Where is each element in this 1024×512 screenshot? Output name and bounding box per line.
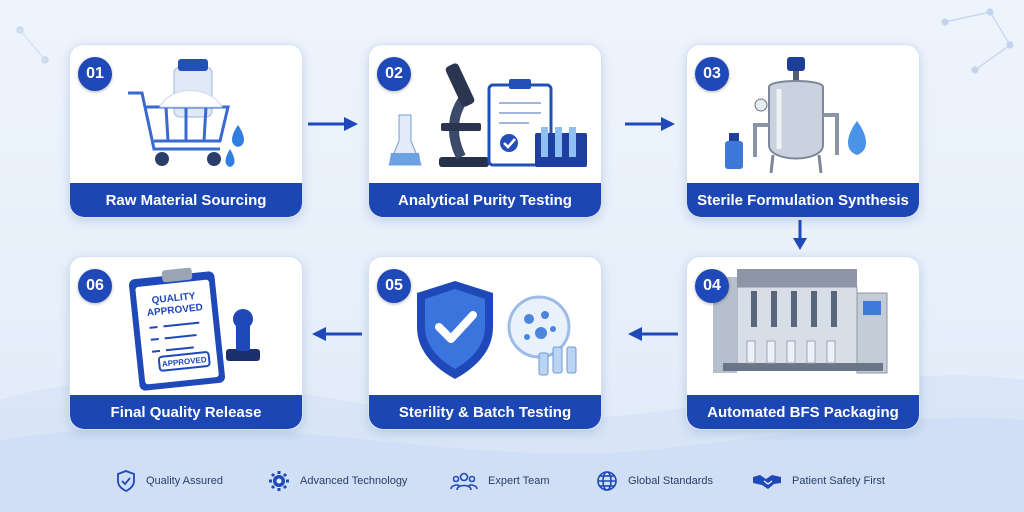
footer-label: Quality Assured — [146, 475, 224, 487]
footer-item-quality-assured: Quality Assured — [116, 462, 223, 500]
shield-check-icon — [117, 470, 135, 492]
step-number: 03 — [695, 57, 729, 91]
step-number: 05 — [377, 269, 411, 303]
clipboard-stamp-icon: QUALITY APPROVED APPROVED — [128, 267, 260, 391]
footer-label: Patient Safety First — [792, 475, 885, 487]
footer-bar: Quality Assured Advanced Technology Expe… — [0, 462, 1024, 500]
packaging-machine-icon — [713, 269, 888, 374]
step-card-01: 01 Raw Material Sourcing — [69, 44, 303, 218]
step-number: 02 — [377, 57, 411, 91]
footer-item-expert-team: Expert Team — [450, 462, 550, 500]
arrow-right-icon — [308, 117, 358, 131]
footer-item-global-standards: Global Standards — [596, 462, 713, 500]
clipboard-title: QUALITY — [151, 291, 196, 307]
step-label: Automated BFS Packaging — [687, 395, 919, 429]
footer-item-advanced-technology: Advanced Technology — [268, 462, 407, 500]
microscope-icon — [388, 63, 587, 167]
step-card-04: 04 Automated BFS Packaging — [686, 256, 920, 430]
step-card-05: 05 Sterility & Batch Testing — [368, 256, 602, 430]
globe-icon — [597, 471, 617, 491]
arrow-down-icon — [793, 220, 807, 250]
step-label: Final Quality Release — [70, 395, 302, 429]
handshake-icon — [753, 475, 781, 489]
footer-label: Global Standards — [628, 475, 713, 487]
step-number: 01 — [78, 57, 112, 91]
reactor-tank-icon — [725, 57, 866, 174]
step-card-02: 02 Analytical Purity Testing — [368, 44, 602, 218]
footer-label: Expert Team — [488, 475, 550, 487]
molecule-decoration — [16, 8, 1014, 74]
step-label: Sterile Formulation Synthesis — [687, 183, 919, 217]
step-number: 04 — [695, 269, 729, 303]
shield-check-icon — [417, 281, 577, 379]
arrow-left-icon — [628, 327, 678, 341]
step-card-03: 03 Sterile Formulation Synthesis — [686, 44, 920, 218]
footer-item-patient-safety-first: Patient Safety First — [752, 462, 885, 500]
step-label: Raw Material Sourcing — [70, 183, 302, 217]
footer-label: Advanced Technology — [300, 475, 408, 487]
arrow-left-icon — [312, 327, 362, 341]
team-icon — [450, 472, 478, 491]
arrow-right-icon — [625, 117, 675, 131]
shopping-cart-icon — [128, 59, 244, 167]
step-number: 06 — [78, 269, 112, 303]
gear-icon — [269, 471, 289, 491]
step-label: Analytical Purity Testing — [369, 183, 601, 217]
step-label: Sterility & Batch Testing — [369, 395, 601, 429]
step-card-06: QUALITY APPROVED APPROVED 06 Final Quali… — [69, 256, 303, 430]
